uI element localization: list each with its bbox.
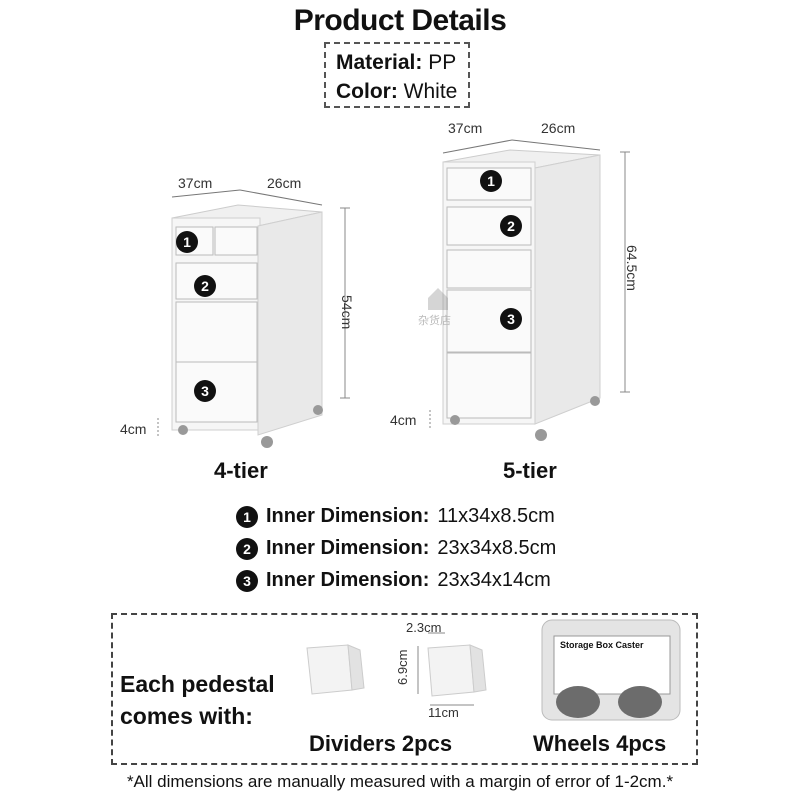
wheels-package-image [541, 619, 681, 721]
divider-height-label: 6.9cm [395, 649, 410, 685]
spec-label: Inner Dimension: [266, 569, 430, 591]
badge-1-tier5: 1 [480, 170, 502, 192]
tier5-wheel-label: 4cm [390, 412, 417, 428]
badge-3-tier4: 3 [194, 380, 216, 402]
spec-number: 1 [236, 505, 258, 528]
spec-value: 23x34x8.5cm [437, 537, 557, 559]
tier5-height-label: 64.5cm [624, 245, 640, 291]
spec-label: Inner Dimension: [266, 537, 430, 559]
intro-line-2: comes with: [120, 703, 253, 729]
cabinet-5-tier-image [429, 139, 630, 441]
spec-value: 23x34x14cm [437, 569, 551, 591]
footnote: *All dimensions are manually measured wi… [126, 772, 674, 791]
badge-2-tier5: 2 [500, 215, 522, 237]
badge-2-tier4: 2 [194, 275, 216, 297]
spec-label: Inner Dimension: [266, 505, 430, 527]
spec-row: 3 Inner Dimension: 23x34x14cm [236, 569, 551, 592]
dividers-caption: Dividers 2pcs [309, 731, 453, 756]
spec-row: 2 Inner Dimension: 23x34x8.5cm [236, 537, 556, 560]
tier4-name: 4-tier [214, 458, 268, 483]
accessories-box [111, 613, 698, 765]
spec-row: 1 Inner Dimension: 11x34x8.5cm [236, 505, 555, 528]
tier4-wheel-label: 4cm [120, 421, 147, 437]
watermark-logo [428, 288, 448, 310]
package-label: Storage Box Caster [560, 640, 644, 650]
accessories-intro: Each pedestal comes with: [120, 668, 275, 732]
dividers-image [306, 632, 487, 706]
page-title: Product Details [293, 4, 507, 37]
tier4-height-label: 54cm [339, 295, 355, 330]
spec-number: 3 [236, 569, 258, 592]
spec-value: 11x34x8.5cm [437, 505, 555, 527]
material-box: Material: PP Color: White [324, 42, 470, 108]
color-label: Color: [336, 80, 398, 103]
badge-1-tier4: 1 [176, 231, 198, 253]
tier4-width-label: 26cm [267, 175, 302, 191]
color-value: White [403, 80, 458, 103]
tier5-width-label: 26cm [541, 120, 576, 136]
cabinet-4-tier-image [157, 189, 350, 448]
material-label: Material: [336, 51, 423, 74]
divider-length-label: 11cm [428, 705, 459, 720]
intro-line-1: Each pedestal [120, 671, 275, 697]
spec-number: 2 [236, 537, 258, 560]
tier5-name: 5-tier [503, 458, 557, 483]
divider-thickness-label: 2.3cm [406, 620, 442, 635]
badge-3-tier5: 3 [500, 308, 522, 330]
tier4-depth-label: 37cm [178, 175, 213, 191]
watermark-text: 杂货店 [418, 315, 451, 327]
material-value: PP [428, 51, 457, 74]
wheels-caption: Wheels 4pcs [533, 731, 667, 756]
tier5-depth-label: 37cm [448, 120, 483, 136]
